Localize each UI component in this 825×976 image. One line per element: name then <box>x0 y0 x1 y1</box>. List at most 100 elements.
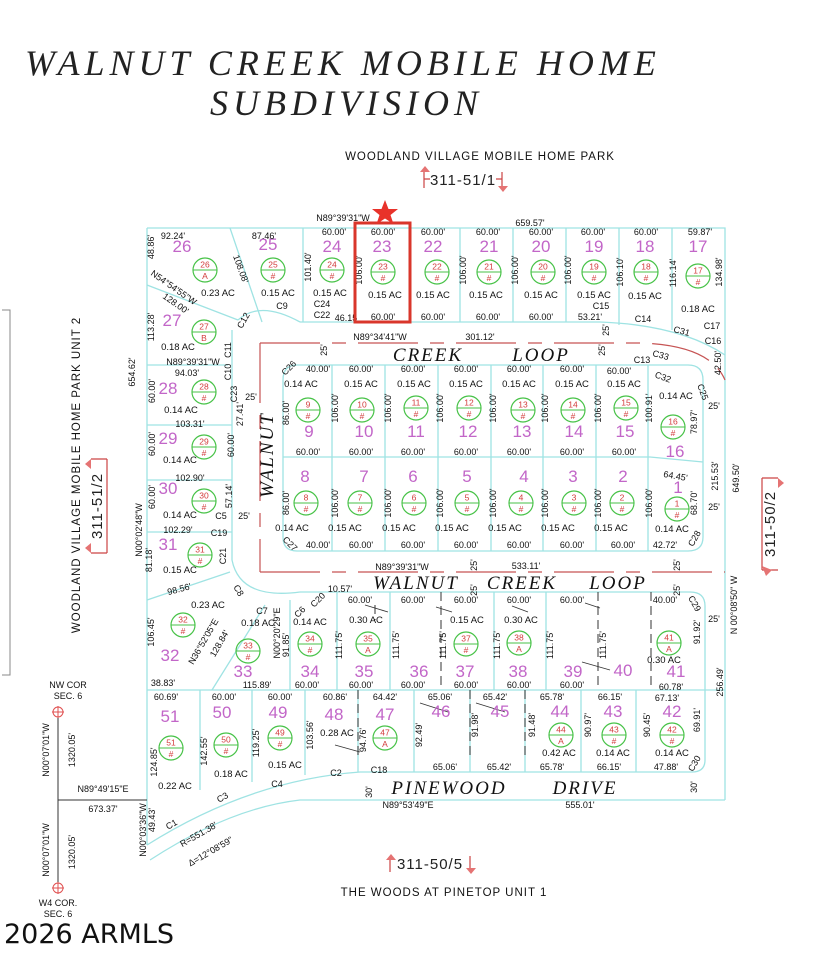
lot-7[interactable]: 77#0.15 AC <box>328 467 373 534</box>
dimension-label: 60.00' <box>612 447 637 457</box>
lot-acreage: 0.15 AC <box>469 290 503 301</box>
marker-suffix: # <box>412 504 417 514</box>
lot-9[interactable]: 99#0.14 AC <box>284 379 321 441</box>
curve-label: C17 <box>704 321 721 331</box>
curve-label: C8 <box>231 583 245 598</box>
dimension-label: 103.56' <box>305 720 315 750</box>
curve-label: C7 <box>256 606 268 616</box>
marker-lot-number: 4 <box>519 493 524 503</box>
marker-suffix: # <box>644 273 649 283</box>
dimension-label: 106.00' <box>488 488 498 518</box>
marker-lot-number: 28 <box>199 382 209 392</box>
lot-40[interactable]: 40 <box>614 661 633 680</box>
marker-suffix: # <box>381 273 386 283</box>
dimension-label: 106.00' <box>540 488 550 518</box>
lot-2[interactable]: 22#0.15 AC <box>594 467 635 534</box>
dimension-label: 91.48' <box>527 713 537 738</box>
curve-label: C15 <box>593 301 610 311</box>
lot-6[interactable]: 66#0.15 AC <box>382 467 427 534</box>
curve-label: C21 <box>218 548 228 565</box>
highlighted-lot-outline[interactable] <box>353 221 412 324</box>
lot-8[interactable]: 88#0.14 AC <box>275 467 319 534</box>
marker-lot-number: 43 <box>609 725 619 735</box>
lot-5[interactable]: 55#0.15 AC <box>435 467 480 534</box>
dimension-label: 1320.05' <box>67 835 77 870</box>
adjacent-west-label: WOODLAND VILLAGE MOBILE HOME PARK UNIT 2 <box>71 317 83 633</box>
dimension-label: 25' <box>469 559 479 571</box>
lot-4[interactable]: 44#0.15 AC <box>488 467 534 534</box>
curve-label: C26 <box>280 359 299 378</box>
marker-suffix: # <box>624 409 629 419</box>
lot-46[interactable]: 46 <box>432 702 451 721</box>
dimension-label: 10.57' <box>328 584 353 594</box>
dimension-label: 111.75' <box>334 631 344 659</box>
marker-suffix: # <box>414 409 419 419</box>
lot-3[interactable]: 33#0.15 AC <box>541 467 587 534</box>
lot-marker-circle-icon: 2# <box>609 490 635 516</box>
lot-48[interactable]: 480.28 AC <box>320 705 354 739</box>
lot-39[interactable]: 39 <box>564 662 583 681</box>
lot-1[interactable]: 11#0.14 AC <box>655 478 690 535</box>
lot-45[interactable]: 45 <box>491 702 510 721</box>
dimension-label: 27.41' <box>235 402 245 427</box>
lot-marker-circle-icon: 22# <box>424 259 450 285</box>
lot-number: 33 <box>234 662 253 681</box>
dimension-label: 106.00' <box>593 393 603 423</box>
lot-number: 1 <box>673 478 682 497</box>
marker-lot-number: 20 <box>538 262 548 272</box>
bearing-label: N89°39'31"W <box>316 213 370 223</box>
dimension-label: 60.00' <box>349 447 374 457</box>
marker-suffix: # <box>169 749 174 759</box>
adjacent-south-label: THE WOODS AT PINETOP UNIT 1 <box>341 887 548 899</box>
dimension-label: 100.91' <box>644 393 654 423</box>
book-ref-south: 311-50/5 <box>386 854 476 874</box>
dimension-label: 60.00' <box>322 227 347 237</box>
dimension-label: 64.42' <box>373 692 398 702</box>
lot-number: 36 <box>410 662 429 681</box>
marker-suffix: # <box>181 626 186 636</box>
lot-36[interactable]: 36 <box>410 662 429 681</box>
dimension-label: 69.91' <box>692 708 702 733</box>
marker-lot-number: 22 <box>432 262 442 272</box>
bearing-label: N89°49'15"E <box>77 784 128 794</box>
plat-title-line2: SUBDIVISION <box>210 83 483 123</box>
dimension-label: 60.00' <box>634 227 659 237</box>
